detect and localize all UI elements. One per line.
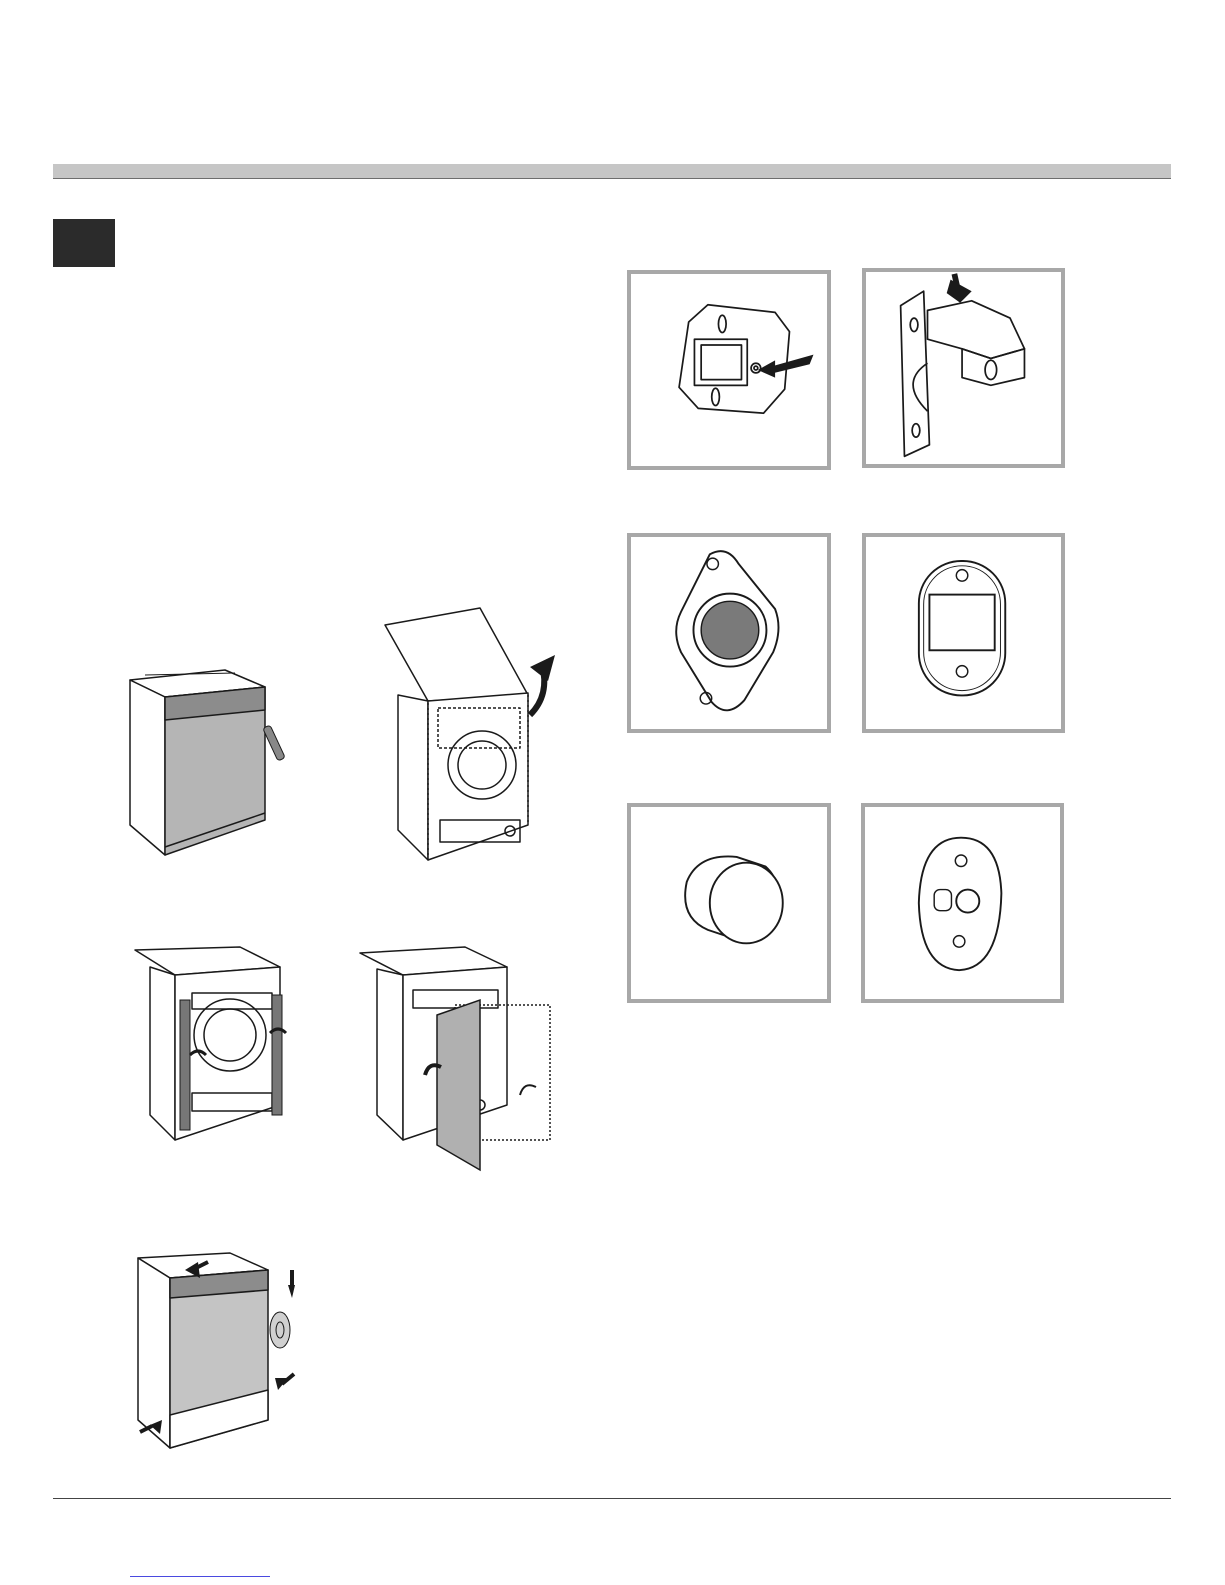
panel-mounting-plate bbox=[861, 803, 1064, 1003]
footer-link-underline[interactable] bbox=[130, 1576, 270, 1577]
footer-rule bbox=[53, 1498, 1171, 1499]
panel-catch-plate bbox=[862, 533, 1065, 733]
panel-round-knob bbox=[627, 803, 831, 1003]
panel-door-hinge-plate bbox=[627, 270, 831, 470]
machine-front-panel bbox=[125, 665, 315, 860]
header-bar bbox=[53, 164, 1171, 179]
machine-side-strips bbox=[130, 945, 310, 1145]
machine-door-mounted bbox=[355, 945, 560, 1185]
machine-top-lifted bbox=[380, 605, 570, 865]
panel-door-hinge-bracket bbox=[862, 268, 1065, 468]
section-marker bbox=[53, 219, 115, 267]
machine-final-assembly bbox=[130, 1250, 310, 1450]
panel-magnet-catch bbox=[627, 533, 831, 733]
